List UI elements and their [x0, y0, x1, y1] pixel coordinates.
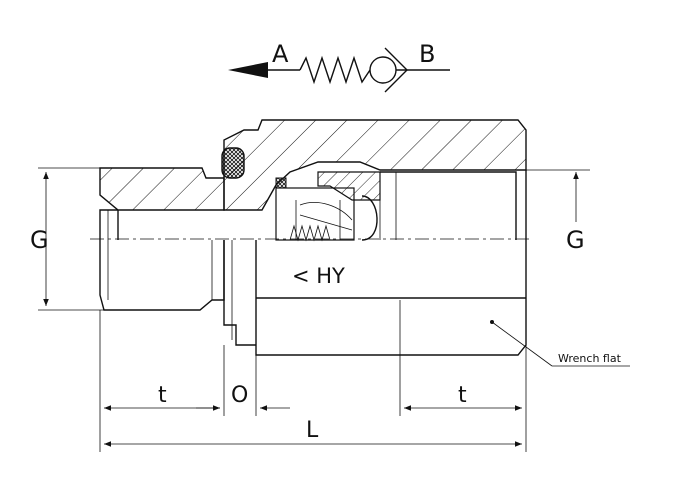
- marking-label: < HY: [292, 264, 345, 288]
- female-port: [380, 170, 527, 240]
- symbol-arrow-head: [228, 62, 268, 78]
- main-body-wall: [223, 119, 527, 211]
- cartridge-poppet: [295, 200, 353, 240]
- port-a-label: A: [272, 40, 289, 68]
- t-left-label: t: [158, 383, 167, 408]
- cartridge-spring: [289, 224, 331, 242]
- collar: [223, 240, 256, 346]
- g-dimension-right: G: [526, 169, 590, 254]
- seat-insert: [317, 171, 381, 201]
- check-valve-symbol: A B: [228, 40, 450, 93]
- cartridge-seal: [275, 177, 287, 189]
- cartridge-housing: [275, 187, 355, 241]
- g-right-label: G: [566, 226, 585, 254]
- ball-element: [361, 195, 378, 241]
- wrench-flat-callout: Wrench flat: [490, 320, 630, 367]
- o-ring-label: O: [231, 383, 248, 408]
- symbol-spring: [299, 55, 371, 85]
- wrench-flat-label: Wrench flat: [558, 352, 622, 365]
- valve-body-outline: [99, 170, 527, 356]
- hex-body: [255, 240, 527, 356]
- g-dimension-left: G: [30, 167, 104, 311]
- port-b-label: B: [419, 40, 435, 68]
- g-left-label: G: [30, 226, 49, 254]
- symbol-ball: [369, 56, 397, 84]
- o-ring-section: [221, 147, 245, 179]
- male-thread-end: [99, 209, 225, 311]
- valve-body-section: [99, 119, 527, 242]
- length-label: L: [306, 418, 319, 443]
- t-right-label: t: [458, 383, 467, 408]
- male-end-wall: [99, 167, 225, 211]
- dimension-lines: t O t L: [99, 310, 527, 452]
